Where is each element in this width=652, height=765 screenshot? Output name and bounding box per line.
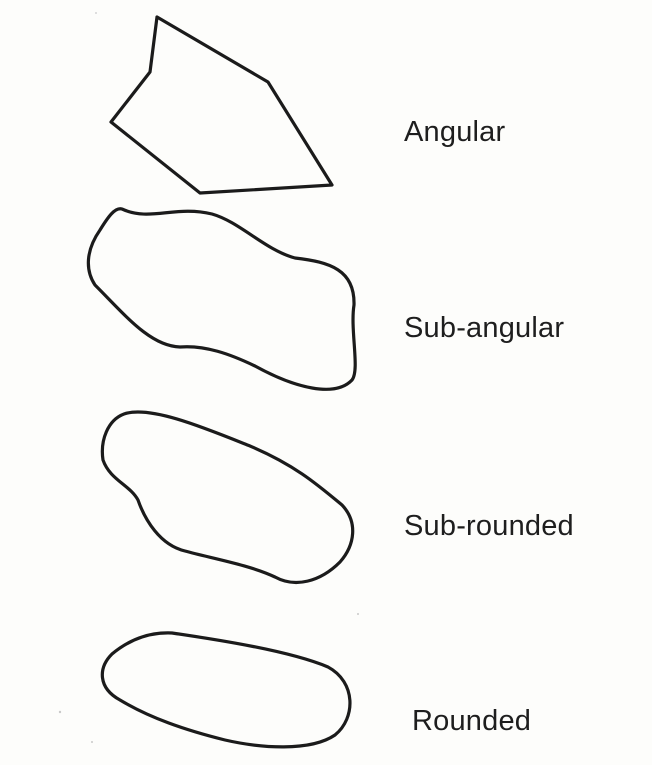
- label-sub-angular: Sub-angular: [404, 312, 564, 345]
- scan-speck: [59, 711, 61, 713]
- label-sub-rounded: Sub-rounded: [404, 510, 574, 543]
- angular-grain-outline: [111, 17, 332, 193]
- label-angular: Angular: [404, 116, 505, 149]
- label-rounded: Rounded: [412, 705, 531, 738]
- sub-rounded-grain-outline: [102, 412, 352, 582]
- sub-angular-grain-outline: [88, 209, 355, 390]
- scan-speck: [357, 613, 359, 615]
- scan-speck: [95, 12, 97, 14]
- rounded-grain-outline: [102, 633, 350, 747]
- scan-speck: [91, 741, 93, 743]
